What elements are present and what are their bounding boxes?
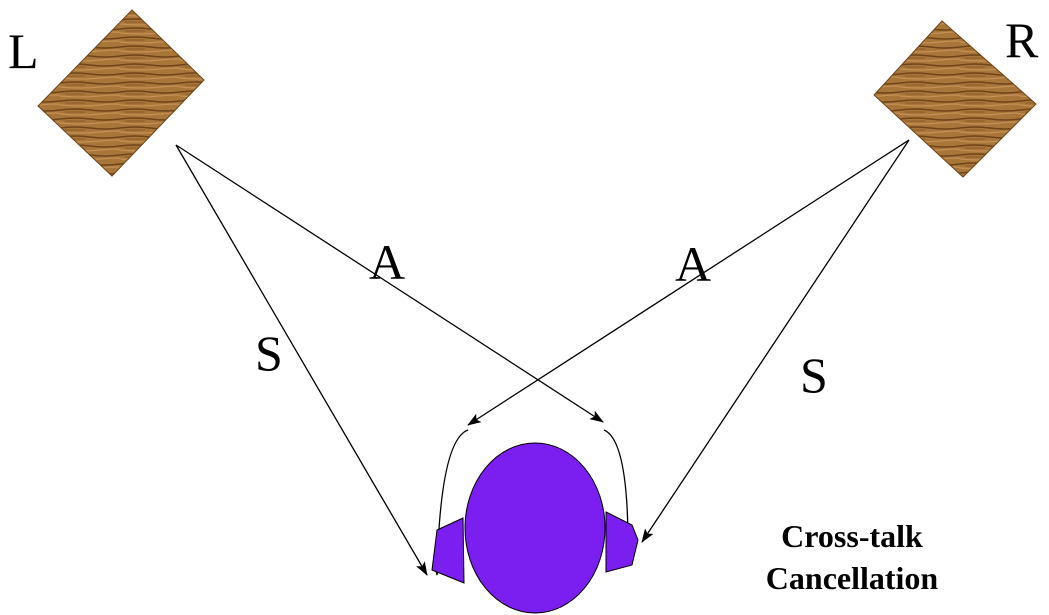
caption-line-2: Cancellation bbox=[766, 560, 939, 596]
direct-path-label-left: S bbox=[255, 325, 283, 381]
caption-line-1: Cross-talk bbox=[781, 518, 923, 554]
left-speaker bbox=[37, 9, 205, 177]
left-speaker-label: L bbox=[8, 23, 39, 79]
head-ellipse bbox=[464, 442, 606, 614]
right-speaker-label: R bbox=[1005, 12, 1039, 68]
direct-path-label-right: S bbox=[800, 347, 828, 403]
left-cross-path bbox=[175, 144, 604, 423]
listener-head bbox=[431, 442, 639, 614]
sound-paths bbox=[175, 139, 910, 576]
left-direct-path bbox=[175, 144, 428, 576]
cross-path-label-left: A bbox=[369, 234, 405, 290]
right-ear bbox=[605, 511, 639, 573]
right-direct-path bbox=[641, 139, 910, 543]
right-speaker bbox=[873, 20, 1037, 178]
left-ear bbox=[431, 517, 465, 584]
right-cross-path bbox=[467, 139, 910, 426]
cross-path-label-right: A bbox=[675, 236, 711, 292]
